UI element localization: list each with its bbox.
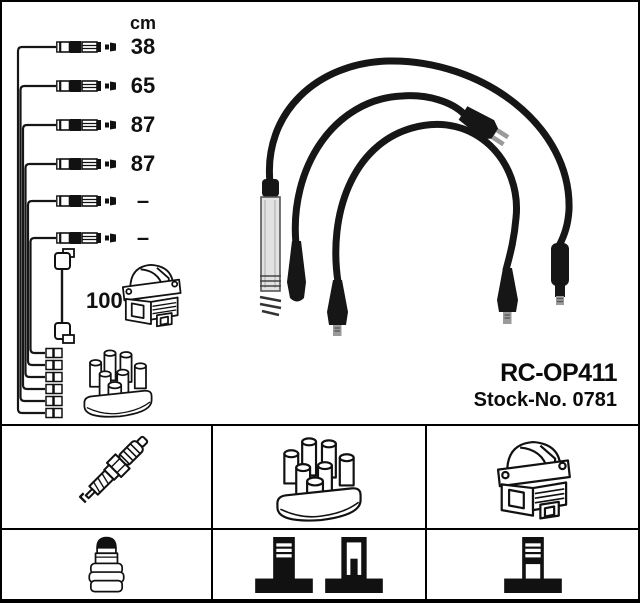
cable-connector-icon — [56, 194, 116, 208]
legend-cell-spark-plug — [2, 426, 213, 530]
cable-length-value: 87 — [131, 112, 155, 137]
distributor-cap-icon — [83, 349, 153, 418]
cable-connector-icon — [56, 231, 116, 245]
legend-cell-coil-terminal — [427, 530, 638, 599]
part-number-block: RC-OP411 Stock-No. 0781 — [473, 359, 618, 412]
ignition-cable-set-photo — [259, 57, 573, 336]
cable-length-value: 87 — [131, 151, 155, 176]
distributor-cap-icon — [276, 436, 362, 522]
unit-header: cm — [130, 13, 156, 33]
ignition-coil-icon — [121, 263, 182, 328]
component-legend-table — [2, 424, 638, 599]
cable-loops — [265, 57, 573, 286]
cable-boot-connectors — [287, 241, 569, 336]
cable-connector-icons — [56, 40, 116, 245]
legend-cell-ignition-coil — [427, 426, 638, 530]
part-number: RC-OP411 — [500, 359, 617, 387]
cable-connector-icon — [56, 157, 116, 171]
spark-plug-boot-icon — [88, 536, 125, 592]
coil-cable-icon — [54, 248, 75, 344]
cable-length-value: 38 — [131, 34, 155, 59]
cable-length-value: 65 — [131, 73, 155, 98]
cable-connector-icon — [56, 40, 116, 54]
coil-cable-length-value: 100 — [86, 288, 123, 313]
distributor-terminals — [45, 347, 63, 419]
cable-connector-icon — [56, 79, 116, 93]
cable-connector-icon — [56, 118, 116, 132]
terminal-ribbed-icon — [255, 536, 313, 593]
spark-plug-icon — [74, 430, 153, 509]
terminal-ribbed-window-icon — [503, 536, 562, 593]
stock-number: Stock-No. 0781 — [473, 389, 617, 412]
cable-length-value: – — [137, 225, 149, 250]
metal-sleeve-connector — [259, 179, 282, 317]
legend-cell-plug-boot — [2, 530, 213, 599]
cable-length-schematic: cm 38 65 — [16, 13, 182, 419]
legend-cell-terminals — [213, 530, 427, 599]
ignition-coil-icon — [496, 440, 571, 520]
terminal-socket-icon — [325, 536, 383, 593]
cable-plug-connector — [458, 106, 510, 147]
legend-cell-distributor-cap — [213, 426, 427, 530]
wire-bundle — [16, 45, 56, 415]
cable-length-value: – — [137, 188, 149, 213]
